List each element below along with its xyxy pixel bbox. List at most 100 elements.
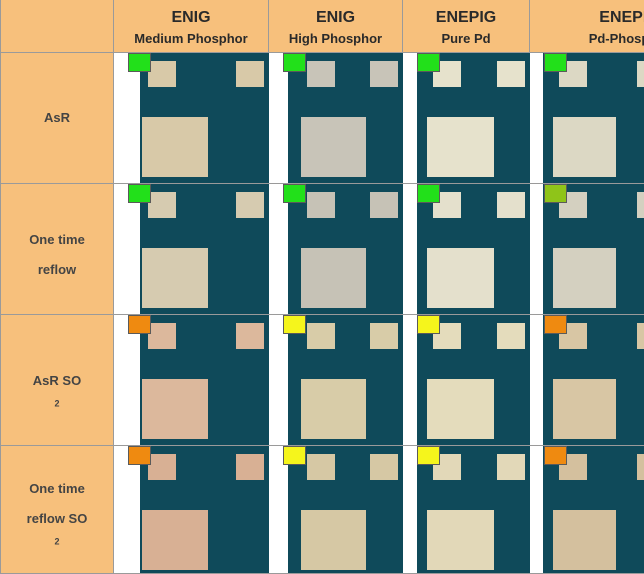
small-pad [236, 61, 264, 87]
small-pad [370, 323, 398, 349]
large-pad [301, 248, 366, 308]
row-label: One time reflow [29, 219, 85, 279]
circuit-board [543, 446, 644, 573]
large-pad [301, 510, 366, 570]
small-pad [370, 192, 398, 218]
circuit-board [417, 184, 530, 314]
column-title: ENEPIG [435, 9, 497, 26]
rating-badge [417, 184, 440, 203]
small-pad [370, 454, 398, 480]
column-title: ENIG [171, 9, 211, 26]
column-title: ENEPIG [599, 9, 644, 26]
rating-badge [544, 446, 567, 465]
small-pad [637, 61, 644, 87]
circuit-board [543, 53, 644, 183]
circuit-board [288, 53, 403, 183]
column-subtitle: Pure Pd [441, 31, 491, 46]
small-pad [497, 323, 525, 349]
small-pad [497, 454, 525, 480]
sample-cell [269, 315, 403, 446]
sample-cell [114, 53, 269, 184]
large-pad [427, 117, 494, 177]
column-subtitle: High Phosphor [288, 31, 383, 46]
rating-badge [128, 446, 151, 465]
large-pad [553, 379, 616, 439]
sample-cell [530, 446, 644, 574]
sample-cell [530, 184, 644, 315]
rating-badge [283, 53, 306, 72]
column-subtitle: Pd-Phosphor [588, 31, 644, 46]
rating-badge [544, 315, 567, 334]
small-pad [637, 192, 644, 218]
small-pad [637, 323, 644, 349]
sample-cell [269, 53, 403, 184]
row-label: AsR [44, 97, 70, 139]
circuit-board [140, 446, 269, 573]
large-pad [427, 379, 494, 439]
small-pad [307, 192, 335, 218]
row-label-subscript: 2 [54, 536, 60, 547]
row-label-text: AsR SO [32, 372, 82, 388]
large-pad [142, 510, 208, 570]
row-header: One time reflow [1, 184, 114, 315]
small-pad [497, 192, 525, 218]
circuit-board [417, 446, 530, 573]
row-label-line2: reflow [29, 249, 85, 279]
corner-cell [1, 0, 114, 53]
circuit-board [288, 184, 403, 314]
circuit-board [140, 315, 269, 445]
rating-badge [128, 315, 151, 334]
sample-cell [403, 184, 530, 315]
large-pad [427, 248, 494, 308]
column-header: ENEPIG Pure Pd [403, 0, 530, 53]
row-header: AsR [1, 53, 114, 184]
small-pad [236, 323, 264, 349]
rating-badge [417, 315, 440, 334]
circuit-board [288, 315, 403, 445]
column-title: ENIG [315, 9, 356, 26]
small-pad [236, 454, 264, 480]
rating-badge [128, 53, 151, 72]
row-label-text [44, 127, 70, 139]
sample-cell [530, 315, 644, 446]
circuit-board [543, 184, 644, 314]
circuit-board [543, 315, 644, 445]
column-header: ENIG High Phosphor [269, 0, 403, 53]
large-pad [142, 117, 208, 177]
small-pad [637, 454, 644, 480]
small-pad [497, 61, 525, 87]
rating-badge [128, 184, 151, 203]
circuit-board [417, 53, 530, 183]
large-pad [553, 117, 616, 177]
row-label-line1: One time [29, 232, 85, 247]
circuit-board [140, 53, 269, 183]
small-pad [307, 323, 335, 349]
sample-cell [403, 446, 530, 574]
large-pad [301, 117, 366, 177]
rating-badge [417, 446, 440, 465]
small-pad [148, 323, 176, 349]
row-label-line2 [44, 127, 70, 139]
rating-badge [544, 184, 567, 203]
sample-cell [269, 446, 403, 574]
sample-cell [269, 184, 403, 315]
small-pad [370, 61, 398, 87]
large-pad [553, 248, 616, 308]
sample-cell [530, 53, 644, 184]
sample-cell [114, 446, 269, 574]
column-header: ENEPIG Pd-Phosphor [530, 0, 644, 53]
large-pad [427, 510, 494, 570]
sample-cell [403, 315, 530, 446]
row-label-line1: One time [29, 481, 85, 497]
circuit-board [288, 446, 403, 573]
small-pad [307, 454, 335, 480]
row-label-text: reflow [37, 262, 77, 277]
large-pad [301, 379, 366, 439]
small-pad [148, 454, 176, 480]
sample-cell [403, 53, 530, 184]
